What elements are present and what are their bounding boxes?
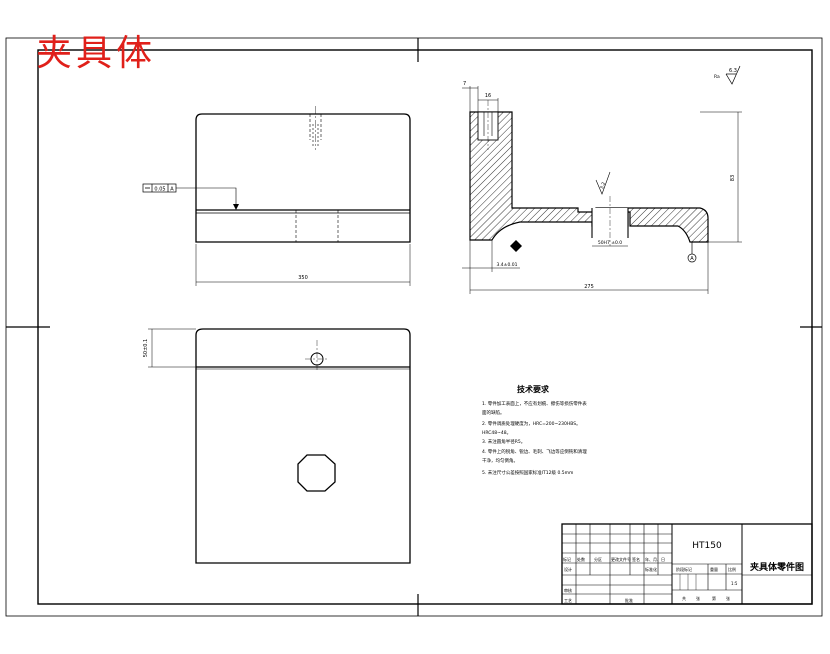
title-block-rows: 标记 处数 分区 更改文件号 签名 年、月、日 设计 审核 工艺 标准化 批准 … xyxy=(563,556,738,603)
svg-text:比例: 比例 xyxy=(728,566,736,572)
svg-text:2. 零件调质处理硬度为，HRC=200~230HBS。: 2. 零件调质处理硬度为，HRC=200~230HBS。 xyxy=(482,420,581,427)
centring-marks xyxy=(6,38,822,616)
part-name-label: 夹具体零件图 xyxy=(750,561,804,573)
svg-text:A: A xyxy=(170,187,174,193)
stamp-title: 夹具体 xyxy=(36,33,157,74)
svg-text:处数: 处数 xyxy=(577,556,585,562)
svg-text:标准化: 标准化 xyxy=(645,566,657,572)
top-view xyxy=(148,328,411,564)
svg-text:面的缺陷。: 面的缺陷。 xyxy=(482,409,505,416)
side-base-tol-dim: 3.4±0.01 xyxy=(497,262,518,268)
outer-frame xyxy=(5,37,823,617)
svg-text:干净，均匀倒角。: 干净，均匀倒角。 xyxy=(482,457,518,464)
side-view xyxy=(462,86,742,294)
side-dim-top-left: 7 xyxy=(463,81,466,87)
material-label: HT150 xyxy=(692,541,722,551)
tech-requirements: 技术要求 1. 零件加工表面上，不应有划痕、擦伤等损伤零件表 面的缺陷。 2. … xyxy=(482,384,587,476)
tech-req-title: 技术要求 xyxy=(517,384,550,394)
svg-text:签名: 签名 xyxy=(632,556,640,562)
svg-text:张: 张 xyxy=(696,595,700,601)
svg-text:1. 零件加工表面上，不应有划痕、擦伤等损伤零件表: 1. 零件加工表面上，不应有划痕、擦伤等损伤零件表 xyxy=(482,400,587,407)
svg-text:0.05: 0.05 xyxy=(154,187,165,193)
flatness-frame: 0.05 A xyxy=(142,183,177,193)
svg-text:共: 共 xyxy=(682,595,686,601)
svg-text:张: 张 xyxy=(726,595,730,601)
svg-text:重量: 重量 xyxy=(710,566,718,572)
svg-text:阶段标记: 阶段标记 xyxy=(676,566,692,572)
roughness-symbol: Ra 6.3 xyxy=(714,65,741,85)
svg-text:3. 未注圆角半径R5。: 3. 未注圆角半径R5。 xyxy=(482,438,525,445)
svg-text:1:5: 1:5 xyxy=(731,581,738,586)
svg-text:Ra: Ra xyxy=(714,74,720,80)
datum-a: A xyxy=(690,256,694,262)
side-roughness-small: 3.2 xyxy=(599,181,607,190)
svg-text:4. 零件上的锐角、锐边、毛刺、飞边等应倒钝和清理: 4. 零件上的锐角、锐边、毛刺、飞边等应倒钝和清理 xyxy=(482,448,587,455)
side-dim-top-right: 16 xyxy=(485,93,491,99)
top-depth-dim: 50±0.1 xyxy=(143,339,149,358)
side-height-dim: 83 xyxy=(730,175,736,181)
front-view xyxy=(176,106,411,286)
svg-text:分区: 分区 xyxy=(594,556,602,562)
svg-text:工艺: 工艺 xyxy=(564,598,572,603)
svg-text:年、月、日: 年、月、日 xyxy=(645,556,665,562)
inner-border xyxy=(37,49,813,605)
side-hole-dim: 50H7 ±0.0 xyxy=(598,240,622,246)
svg-text:6.3: 6.3 xyxy=(729,68,737,74)
svg-text:标记: 标记 xyxy=(563,556,571,562)
svg-text:更改文件号: 更改文件号 xyxy=(611,556,631,562)
svg-text:5. 未注尺寸公差按照国家标准IT12级 0.5mm: 5. 未注尺寸公差按照国家标准IT12级 0.5mm xyxy=(482,469,573,476)
svg-text:批准: 批准 xyxy=(625,597,633,603)
front-width-dim: 350 xyxy=(298,275,308,281)
svg-text:审核: 审核 xyxy=(564,587,572,593)
svg-text:第: 第 xyxy=(712,595,716,601)
title-block xyxy=(561,523,813,605)
svg-text:HRC48~48。: HRC48~48。 xyxy=(482,430,511,436)
svg-text:设计: 设计 xyxy=(564,566,572,572)
side-length-dim: 275 xyxy=(584,284,594,290)
